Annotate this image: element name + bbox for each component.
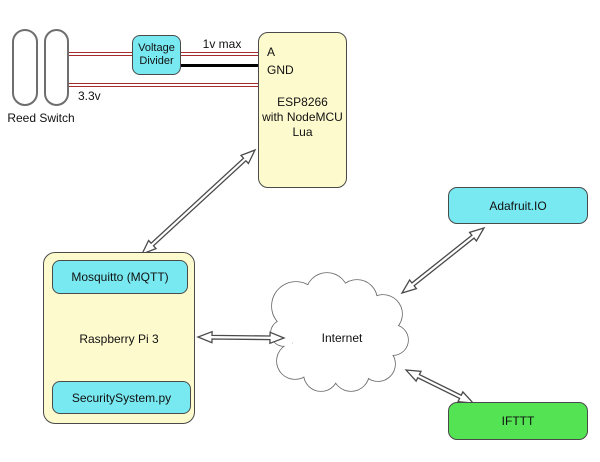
ifttt-node: IFTTT [448, 402, 588, 440]
esp8266-node: A GND ESP8266 with NodeMCU Lua [258, 32, 347, 188]
mosquitto-label: Mosquitto (MQTT) [71, 270, 169, 284]
arrow-esp8266-to-mosquitto [140, 148, 257, 256]
esp8266-label: ESP8266 with NodeMCU Lua [259, 95, 346, 140]
arrow-internet-to-adafruit_io [400, 226, 486, 295]
voltage-divider-node: Voltage Divider [132, 35, 181, 75]
wire-reed-to-divider [69, 52, 132, 56]
arrow-layer [140, 148, 486, 404]
adafruit-io-label: Adafruit.IO [489, 198, 547, 213]
wire-reed-to-esp-33v [69, 83, 258, 87]
esp8266-pin-gnd: GND [267, 63, 294, 77]
reed-switch-contact-left [12, 29, 38, 106]
wire-gnd [181, 64, 258, 67]
mosquitto-node: Mosquitto (MQTT) [52, 260, 188, 294]
esp8266-label-line1: ESP8266 [277, 95, 328, 109]
reed-switch-label: Reed Switch [7, 111, 75, 125]
wire-label-1v-max: 1v max [202, 37, 242, 51]
adafruit-io-node: Adafruit.IO [448, 187, 588, 224]
internet-cloud [270, 272, 409, 392]
security-system-node: SecuritySystem.py [52, 381, 191, 414]
arrow-raspberry_pi-to-internet [196, 330, 286, 345]
voltage-divider-label: Voltage Divider [138, 42, 175, 67]
ifttt-label: IFTTT [501, 414, 535, 428]
wire-label-33v: 3.3v [78, 89, 101, 103]
esp8266-pin-a: A [267, 45, 276, 59]
wire-divider-to-esp [181, 52, 258, 56]
raspberry-pi-node: Mosquitto (MQTT) Raspberry Pi 3 Security… [43, 252, 195, 424]
esp8266-label-line2: with NodeMCU [262, 110, 343, 124]
esp8266-label-line3: Lua [292, 125, 313, 139]
reed-switch-contact-right [44, 29, 69, 106]
raspberry-pi-label: Raspberry Pi 3 [79, 332, 159, 346]
internet-label: Internet [321, 331, 363, 345]
security-system-label: SecuritySystem.py [71, 390, 172, 405]
arrow-internet-to-ifttt [404, 369, 475, 404]
